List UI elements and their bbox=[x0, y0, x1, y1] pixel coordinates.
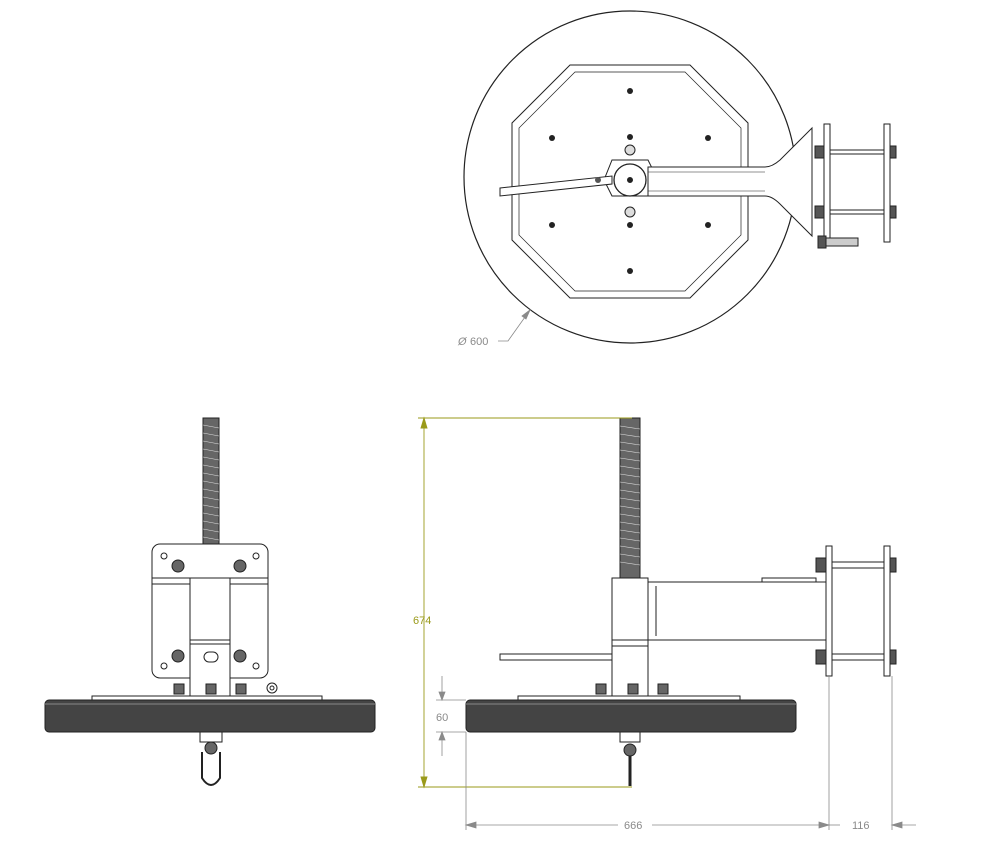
bracket-plate-a bbox=[823, 123, 831, 247]
handle-side bbox=[499, 653, 613, 661]
front-view bbox=[44, 417, 376, 786]
sleeve-front bbox=[189, 577, 231, 697]
diameter-symbol: Ø bbox=[457, 336, 468, 348]
thickness-label: 60 bbox=[436, 712, 448, 724]
hub-center bbox=[627, 177, 633, 183]
shackle-front bbox=[201, 752, 221, 786]
octagon-plate-inner bbox=[518, 71, 742, 292]
rod-threads bbox=[202, 424, 220, 565]
base-disc-front bbox=[44, 699, 376, 733]
bracket-dimension bbox=[829, 676, 916, 830]
bracket-label: 116 bbox=[852, 820, 870, 832]
arm-top bbox=[647, 126, 813, 238]
top-view bbox=[463, 10, 897, 344]
bolt-holes bbox=[549, 88, 711, 274]
handle-bar bbox=[499, 175, 613, 197]
diameter-label: 600 bbox=[470, 336, 488, 348]
reach-label: 666 bbox=[624, 820, 642, 832]
base-disc-side bbox=[465, 699, 797, 733]
octagon-plate bbox=[511, 64, 749, 299]
height-label: 674 bbox=[413, 615, 431, 627]
hub-nut-bottom bbox=[624, 206, 636, 218]
bracket-plate-b bbox=[883, 123, 891, 243]
hub-nut-top bbox=[624, 144, 636, 156]
side-view bbox=[465, 417, 897, 786]
arm-side bbox=[647, 581, 827, 641]
height-dimension bbox=[418, 416, 632, 789]
plate-bolts-front bbox=[160, 552, 260, 670]
thickness-dimension bbox=[436, 676, 466, 756]
base-nuts-front bbox=[173, 682, 278, 695]
reach-dimension bbox=[464, 676, 831, 830]
diameter-dimension bbox=[498, 308, 531, 342]
sleeve-side bbox=[611, 577, 649, 697]
